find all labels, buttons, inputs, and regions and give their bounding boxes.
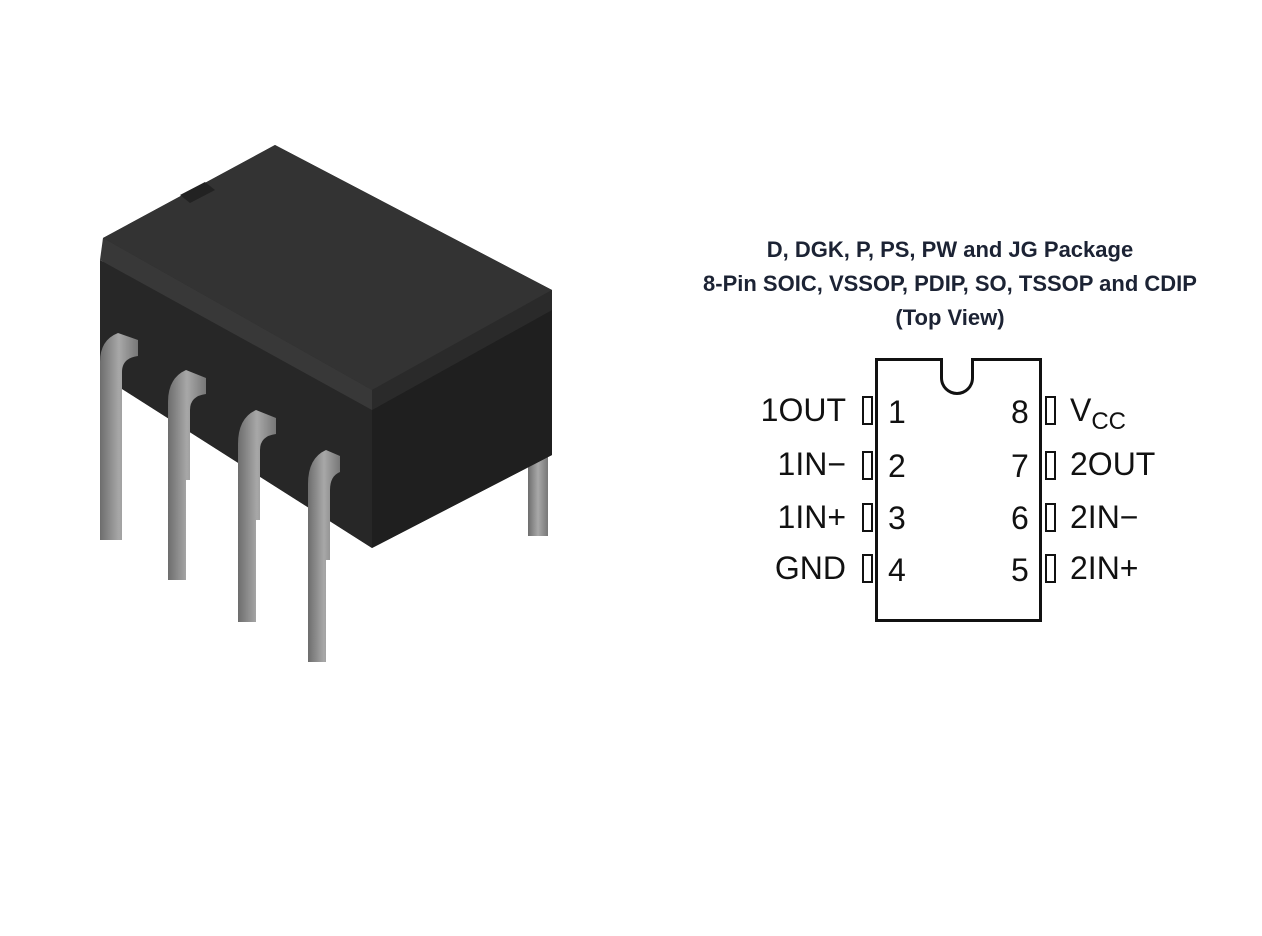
pin1-notch — [940, 358, 974, 395]
pin-pad-1 — [862, 396, 873, 425]
chip-body — [100, 145, 552, 548]
pin-name-6: 2IN− — [1070, 499, 1139, 535]
front-pins — [100, 333, 340, 662]
pin-number-7: 7 — [1011, 448, 1029, 484]
pin-number-5: 5 — [1011, 552, 1029, 588]
pinout-package-outline — [875, 358, 1042, 622]
pin-name-8-base: V — [1070, 392, 1092, 428]
pin-number-8: 8 — [1011, 394, 1029, 430]
pin-name-7: 2OUT — [1070, 446, 1156, 482]
pin-name-8-subscript: CC — [1091, 408, 1127, 435]
pin-pad-4 — [862, 554, 873, 583]
dip-package-illustration — [100, 145, 552, 662]
pin-number-1: 1 — [888, 394, 906, 430]
package-title-line3: (Top View) — [895, 305, 1005, 330]
pin-name-4: GND — [774, 550, 846, 586]
pin-name-5: 2IN+ — [1070, 550, 1139, 586]
pin-number-3: 3 — [888, 500, 906, 536]
pin-number-4: 4 — [888, 552, 906, 588]
pin-pad-7 — [1045, 451, 1056, 480]
pin-pad-2 — [862, 451, 873, 480]
pin-name-8: VCC — [1070, 390, 1262, 442]
pin-name-1: 1OUT — [760, 392, 846, 428]
package-title-line2: 8-Pin SOIC, VSSOP, PDIP, SO, TSSOP and C… — [703, 271, 1197, 296]
pin-name-3: 1IN+ — [777, 499, 846, 535]
pin-pad-8 — [1045, 396, 1056, 425]
pin-number-6: 6 — [1011, 500, 1029, 536]
pin-pad-6 — [1045, 503, 1056, 532]
pin-name-2: 1IN− — [777, 446, 846, 482]
pin-pad-3 — [862, 503, 873, 532]
package-title-line1: D, DGK, P, PS, PW and JG Package — [766, 237, 1134, 262]
pin-pad-5 — [1045, 554, 1056, 583]
pin-number-2: 2 — [888, 448, 906, 484]
